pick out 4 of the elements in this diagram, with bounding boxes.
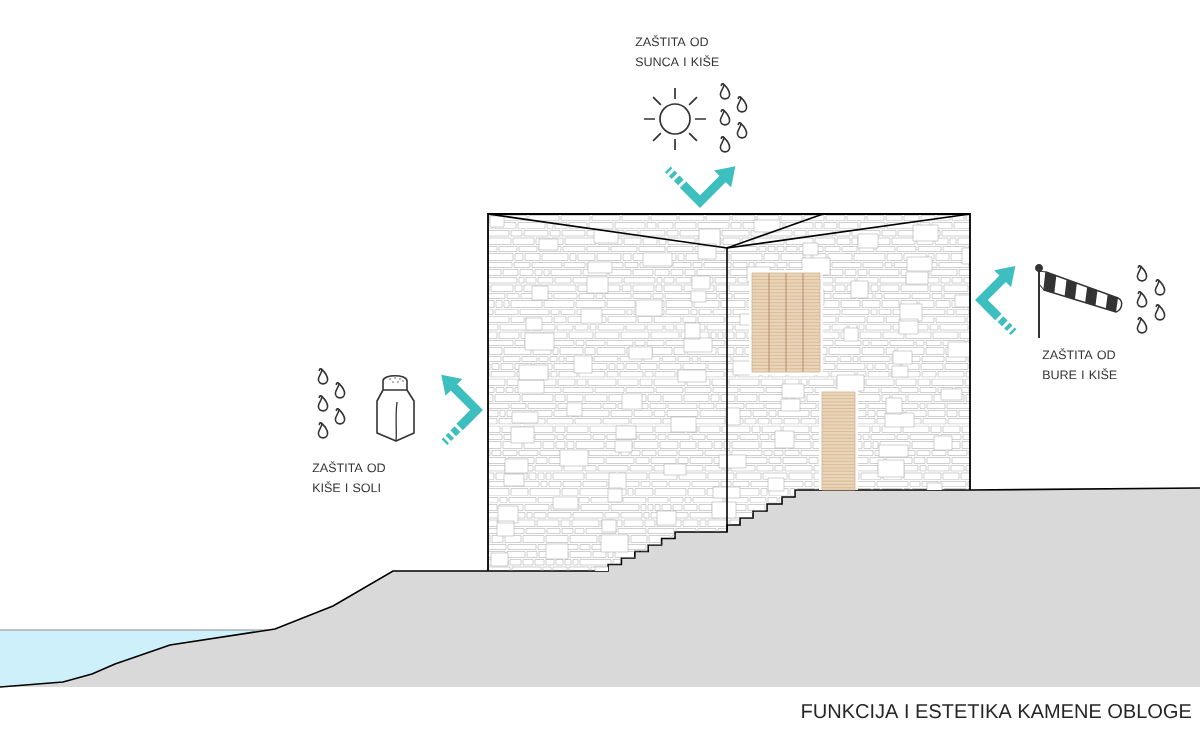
annotation-text: ZAŠTITA OD BURE I KIŠE: [1042, 348, 1117, 380]
title-text: FUNKCIJA I ESTETIKA KAMENE OBLOGE: [802, 704, 1191, 719]
annotation-text: ZAŠTITA OD SUNCA I KIŠE: [635, 35, 719, 67]
annotation-text: ZAŠTITA OD KIŠE I SOLI: [312, 461, 385, 493]
